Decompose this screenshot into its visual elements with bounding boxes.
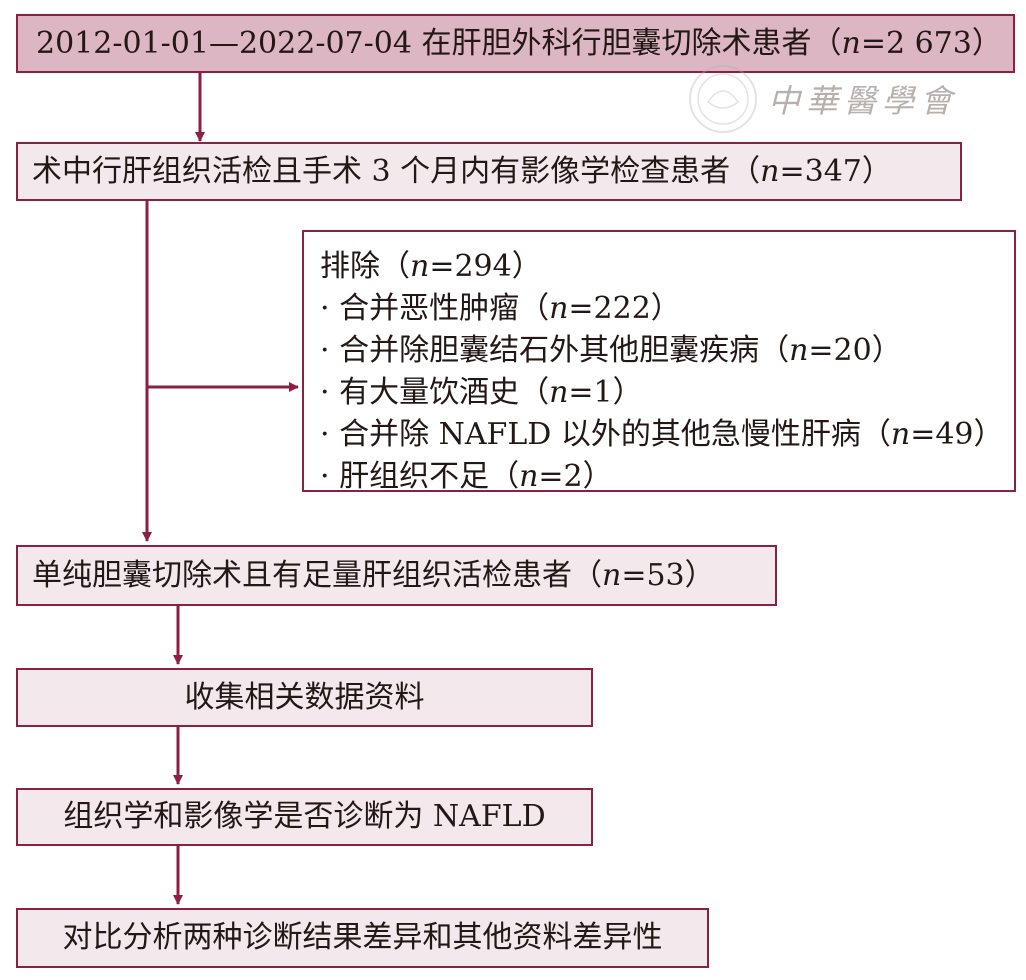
exclusion-title: 排除（n=294）: [320, 249, 542, 284]
exclusion-item: · 肝组织不足（n=2）: [320, 459, 613, 494]
exclusion-item: · 合并恶性肿瘤（n=222）: [320, 291, 681, 326]
box-simple-cholecystectomy-text: 单纯胆囊切除术且有足量肝组织活检患者（n=53）: [32, 557, 715, 593]
box-all-patients-text: 2012-01-01—2022-07-04 在肝胆外科行胆囊切除术患者（n=2 …: [36, 25, 1002, 61]
exclusion-item: · 合并除胆囊结石外其他胆囊疾病（n=20）: [320, 333, 902, 368]
box-comparison-text: 对比分析两种诊断结果差异和其他资料差异性: [62, 920, 663, 955]
box-biopsy-imaging-text: 术中行肝组织活检且手术 3 个月内有影像学检查患者（n=347）: [32, 153, 892, 189]
box-collect-data: 收集相关数据资料: [16, 668, 593, 727]
box-nafld-diagnosis-text: 组织学和影像学是否诊断为 NAFLD: [63, 799, 546, 834]
exclusion-item: · 合并除 NAFLD 以外的其他急慢性肝病（n=49）: [320, 417, 1004, 452]
box-comparison: 对比分析两种诊断结果差异和其他资料差异性: [16, 908, 709, 968]
exclusion-item: · 有大量饮酒史（n=1）: [320, 375, 643, 410]
box-biopsy-imaging: 术中行肝组织活检且手术 3 个月内有影像学检查患者（n=347）: [16, 142, 962, 201]
box-collect-data-text: 收集相关数据资料: [184, 679, 425, 715]
watermark-text: 中華醫學會: [768, 82, 959, 120]
box-all-patients: 2012-01-01—2022-07-04 在肝胆外科行胆囊切除术患者（n=2 …: [16, 14, 1015, 73]
box-nafld-diagnosis: 组织学和影像学是否诊断为 NAFLD: [16, 788, 593, 846]
watermark-seal-icon: [689, 65, 757, 133]
box-exclusion: 排除（n=294） · 合并恶性肿瘤（n=222） · 合并除胆囊结石外其他胆囊…: [302, 230, 1016, 494]
exclusion-list: 排除（n=294） · 合并恶性肿瘤（n=222） · 合并除胆囊结石外其他胆囊…: [320, 246, 1004, 498]
box-simple-cholecystectomy: 单纯胆囊切除术且有足量肝组织活检患者（n=53）: [16, 545, 777, 606]
